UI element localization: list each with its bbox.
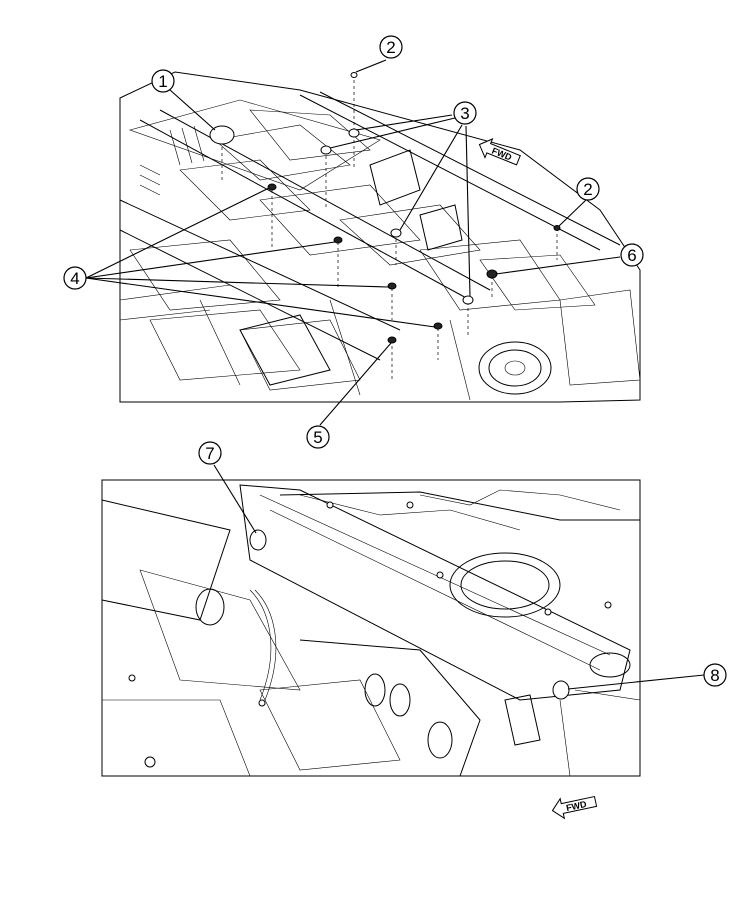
callout-2b: 2 (576, 177, 600, 201)
callout-7-label: 7 (205, 444, 214, 463)
callout-3: 3 (453, 101, 477, 125)
top-fwd-label: FWD (490, 146, 513, 163)
callout-7: 7 (198, 441, 222, 465)
bottom-rear-panel-view (101, 479, 641, 777)
callout-8: 8 (703, 663, 727, 687)
callout-6-label: 6 (627, 246, 636, 265)
callout-1: 1 (151, 69, 175, 93)
bottom-fwd-label: FWD (565, 799, 588, 813)
top-leader-lines (85, 59, 621, 426)
callout-2a-label: 2 (386, 38, 395, 57)
plug-2a (350, 72, 358, 78)
callout-2a: 2 (379, 35, 403, 59)
bottom-fwd-arrow: FWD (551, 795, 598, 820)
top-floor-pan-view (119, 71, 641, 403)
callout-1-label: 1 (158, 72, 167, 91)
callout-2b-label: 2 (583, 180, 592, 199)
callout-5: 5 (306, 425, 330, 449)
plug-1 (209, 125, 235, 145)
callout-5-label: 5 (313, 428, 322, 447)
bottom-leader-lines (213, 464, 705, 690)
top-fwd-arrow: FWD (478, 138, 521, 166)
plug-7 (249, 529, 267, 551)
callout-8-label: 8 (710, 666, 719, 685)
callout-3-label: 3 (460, 104, 469, 123)
callout-4: 4 (63, 266, 87, 290)
plug-8 (552, 680, 570, 700)
callout-6: 6 (620, 243, 644, 267)
callout-4-label: 4 (70, 269, 79, 288)
